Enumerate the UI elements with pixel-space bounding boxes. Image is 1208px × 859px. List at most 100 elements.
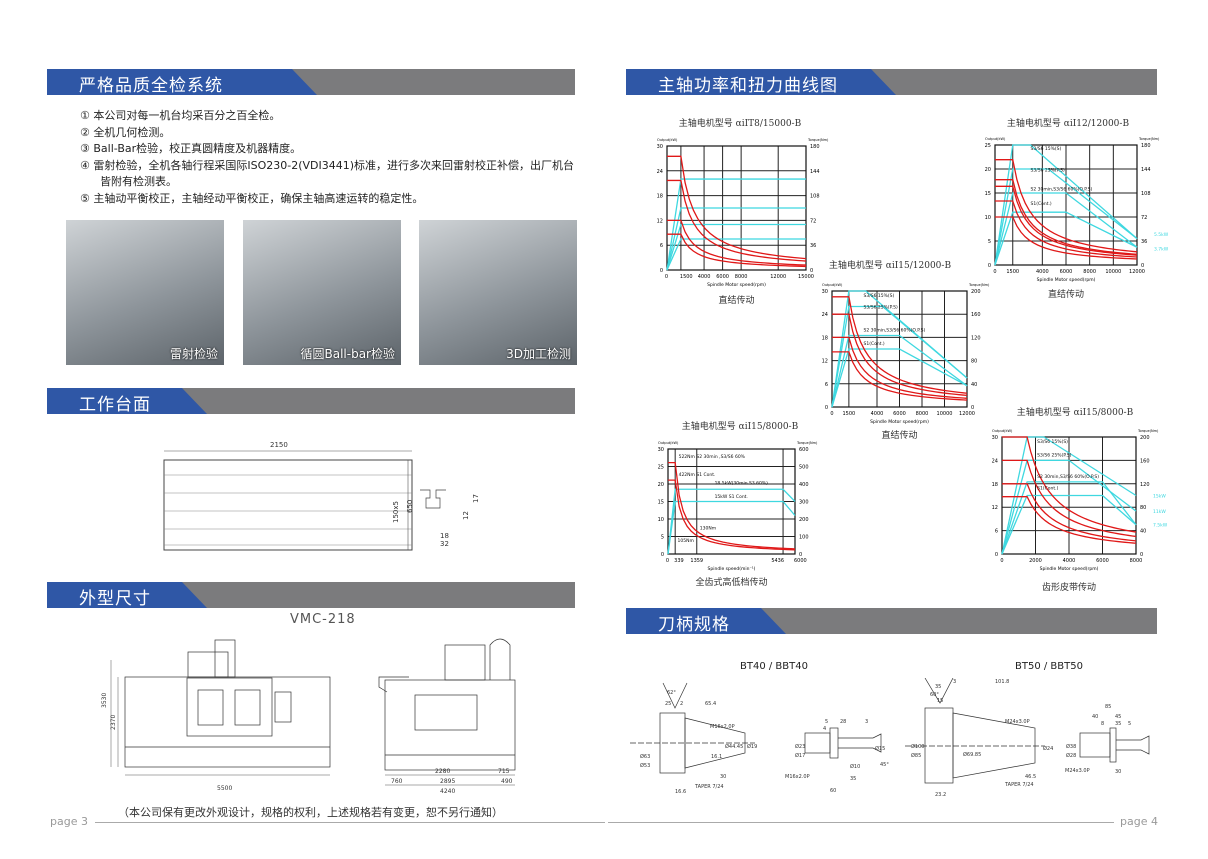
chart-title: 主轴电机型号 αiI15/8000-B	[681, 422, 799, 432]
section-header-curves: 主轴功率和扭力曲线图	[626, 69, 1157, 95]
torque-curve	[667, 179, 807, 262]
y2-tick-label: 144	[810, 169, 820, 175]
y2-axis-label: Torque(Nm)	[968, 283, 990, 287]
bt50-dimension: 46.5	[1025, 774, 1036, 780]
bt40-dimension: 60	[830, 788, 836, 794]
bt50-dimension: 15	[937, 698, 943, 704]
power-curve	[1001, 481, 1137, 555]
chart-title: 主轴电机型号 αiI15/8000-B	[1016, 408, 1134, 418]
x-tick-label: 4000	[1036, 269, 1049, 275]
chart-title: 主轴电机型号 αiI15/12000-B	[828, 261, 952, 271]
bt40-dimension: 45°	[880, 762, 889, 768]
x-tick-label: 2000	[1029, 558, 1042, 564]
bt50-dimension: M24x3.0P	[1005, 719, 1030, 725]
y-tick-label: 0	[825, 405, 828, 411]
power-curve	[994, 211, 1138, 266]
chart-annotation: 3.7kW	[1154, 247, 1169, 253]
x-tick-label: 0	[1000, 558, 1003, 564]
chart-annotation: 422Nm S1 Cont.	[679, 472, 716, 478]
bt40-dimension: 35	[850, 776, 856, 782]
section-title: 主轴功率和扭力曲线图	[658, 76, 838, 95]
bt40-dimension: Ø53	[640, 762, 650, 769]
bt40-dimension: Ø15	[875, 745, 885, 752]
dim-width: 650	[406, 500, 414, 513]
torque-curve	[668, 479, 796, 551]
y2-tick-label: 200	[971, 289, 981, 295]
dim-d4: 17	[472, 494, 480, 503]
chart-caption: 直结传动	[881, 431, 918, 441]
y2-tick-label: 0	[810, 268, 813, 274]
torque-curve	[1002, 483, 1137, 542]
dim-d3: 12	[462, 511, 470, 520]
chart-annotation: 18.5kW(30min S3 60%)	[715, 481, 769, 487]
torque-curve	[995, 200, 1138, 258]
disclaimer-note: （本公司保有更改外观设计，规格的权利，上述规格若有变更，恕不另行通知）	[118, 806, 503, 819]
y2-tick-label: 0	[799, 552, 802, 558]
dim-side-b: 715	[498, 768, 510, 775]
bt40-dimension: 65.4	[705, 701, 716, 707]
chart-annotation: S3/S6 15%(S)	[1037, 439, 1068, 445]
chart-annotation: S3/S6 25%(P.S)	[1031, 167, 1065, 173]
section-title: 工作台面	[79, 395, 151, 414]
torque-curve	[832, 336, 968, 399]
plot-frame	[994, 144, 1138, 266]
torque-curve	[832, 296, 968, 394]
x-tick-label: 8000	[1083, 269, 1096, 275]
y-tick-label: 12	[657, 218, 663, 224]
torque-curve	[1002, 459, 1137, 538]
x-tick-label: 4000	[871, 411, 884, 417]
bt40-dimension: Ø44.45	[725, 743, 743, 750]
power-curve	[1001, 459, 1137, 555]
section-title: 严格品质全检系统	[79, 76, 223, 95]
power-curve	[666, 207, 806, 271]
bt50-dimension: Ø28	[1066, 752, 1076, 759]
power-curve	[831, 305, 968, 408]
plot-frame	[831, 290, 968, 408]
x-tick-label: 6000	[1060, 269, 1073, 275]
dim-side-e: 490	[501, 778, 513, 785]
chart-annotation: 5.5kW	[1154, 232, 1169, 238]
bt40-dimension: 30	[720, 774, 726, 780]
photo-caption: 循圆Ball-bar检验	[300, 347, 396, 361]
bt50-dimension: 5	[1128, 721, 1131, 727]
x-tick-label: 6000	[893, 411, 906, 417]
y2-tick-label: 160	[971, 312, 981, 318]
y-tick-label: 10	[985, 215, 991, 221]
x-tick-label: 6000	[716, 274, 729, 280]
y-tick-label: 18	[992, 482, 998, 488]
x-tick-label: 15000	[798, 274, 814, 280]
bt40-dimension: 5	[825, 719, 828, 725]
bt50-dimension: Ø85	[911, 752, 921, 759]
y2-tick-label: 36	[810, 243, 816, 249]
y-tick-label: 18	[822, 335, 828, 341]
dim-side-total: 4240	[440, 788, 455, 795]
dim-height2: 2370	[110, 715, 117, 730]
power-curve	[994, 192, 1138, 266]
x-tick-label: 1500	[680, 274, 693, 280]
x-tick-label: 6000	[1096, 558, 1109, 564]
y2-axis-label: Torque(Nm)	[796, 441, 818, 445]
y-tick-label: 30	[822, 289, 828, 295]
x-tick-label: 10000	[1105, 269, 1121, 275]
torque-curve	[995, 216, 1138, 260]
y-axis-label: Output(kW)	[657, 138, 678, 142]
y2-tick-label: 40	[1140, 529, 1146, 535]
y-axis-label: Output(kW)	[658, 441, 679, 445]
y2-tick-label: 200	[1140, 435, 1150, 441]
power-curve	[1001, 494, 1137, 555]
chart-annotation: 522Nm S2 30min ,S3/S6 60%	[679, 454, 746, 460]
list-item: ③ Ball-Bar检验，校正真圆精度及机器精度。	[80, 142, 302, 155]
bt40-dimension: 16.6	[675, 789, 686, 795]
x-axis-label: Spindle Motor speed(rpm)	[870, 419, 929, 425]
chart-title: 主轴电机型号 αiIT8/15000-B	[678, 119, 802, 129]
section-title: 外型尺寸	[79, 589, 151, 608]
y2-tick-label: 0	[1140, 552, 1143, 558]
x-tick-label: 1500	[1006, 269, 1019, 275]
x-tick-label: 1359	[690, 558, 703, 564]
bt50-dimension: 101.8	[995, 679, 1009, 685]
chart-title: 主轴电机型号 αiI12/12000-B	[1006, 119, 1130, 129]
y-tick-label: 20	[985, 167, 991, 173]
worktable-drawing: 2150 150x5 650 18 32 12 17	[163, 441, 480, 551]
y2-tick-label: 40	[971, 382, 977, 388]
